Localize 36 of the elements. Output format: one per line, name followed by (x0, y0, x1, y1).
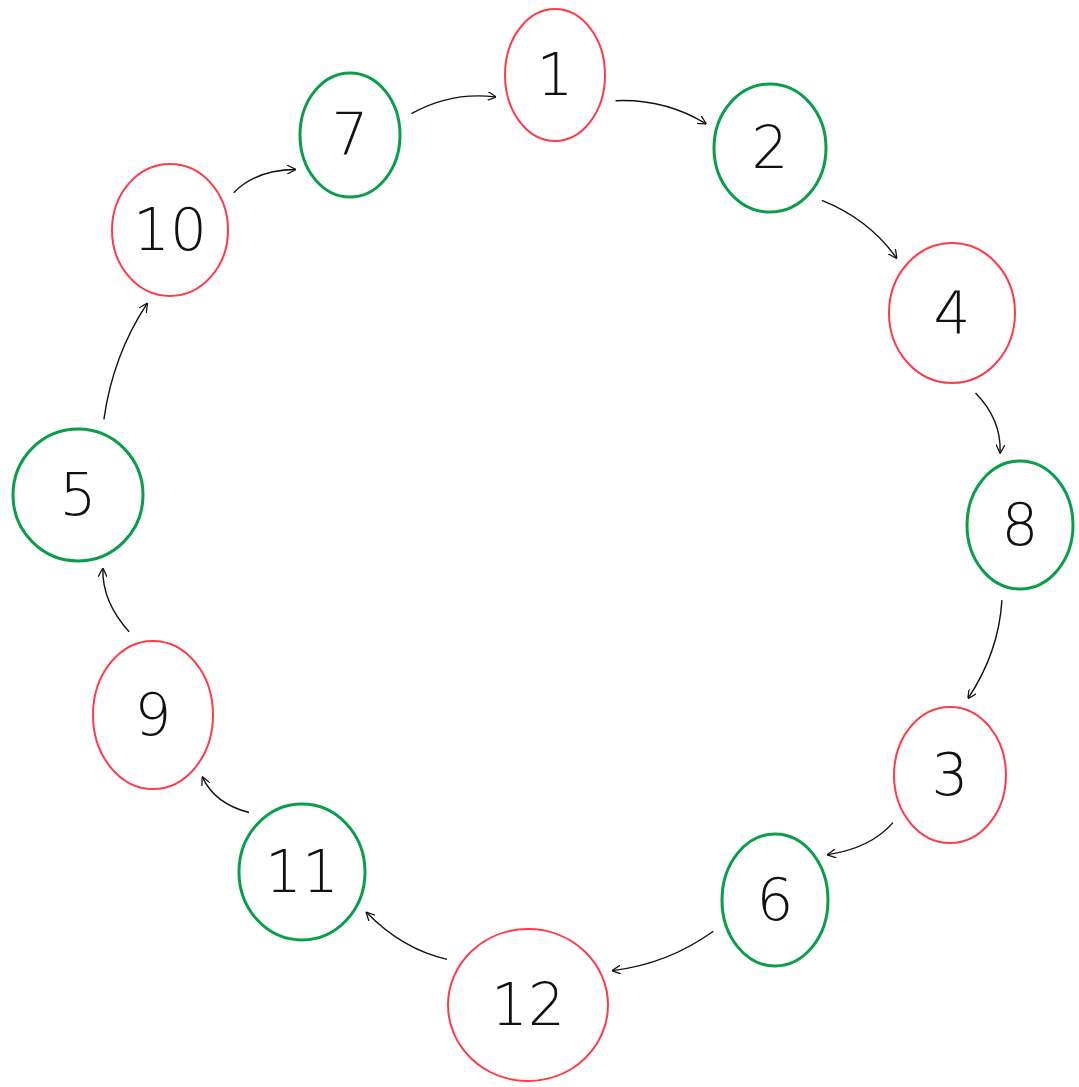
arrow (826, 821, 894, 859)
number-circle (110, 162, 230, 298)
number-circle (446, 927, 610, 1083)
number-circle (503, 7, 607, 143)
number-label: 8 (1001, 496, 1039, 554)
arrow (233, 164, 297, 194)
arrow (365, 911, 448, 961)
arrow (974, 392, 1006, 455)
number-circle (965, 459, 1075, 591)
arrow (103, 302, 149, 421)
number-label: 11 (265, 843, 339, 901)
number-label: 12 (491, 976, 565, 1034)
number-label: 4 (933, 284, 971, 342)
number-label: 9 (134, 686, 172, 744)
number-label: 5 (59, 466, 97, 524)
number-circle (887, 241, 1017, 385)
arrow (967, 599, 1003, 700)
number-label: 10 (133, 201, 207, 259)
arrow (821, 199, 898, 260)
arrow (611, 930, 715, 975)
number-circle (892, 705, 1008, 845)
arrow (614, 99, 707, 125)
number-circle (11, 427, 145, 563)
number-label: 6 (756, 871, 794, 929)
number-label: 1 (536, 46, 574, 104)
arrow (410, 91, 497, 115)
number-label: 3 (931, 746, 969, 804)
number-circle (720, 832, 830, 968)
number-circle (712, 82, 828, 214)
number-label: 2 (751, 119, 789, 177)
arrow (201, 775, 250, 814)
number-circle (91, 639, 215, 791)
number-circle (298, 71, 402, 199)
number-circle (237, 802, 367, 942)
arrow (97, 567, 130, 633)
number-label: 7 (331, 106, 369, 164)
